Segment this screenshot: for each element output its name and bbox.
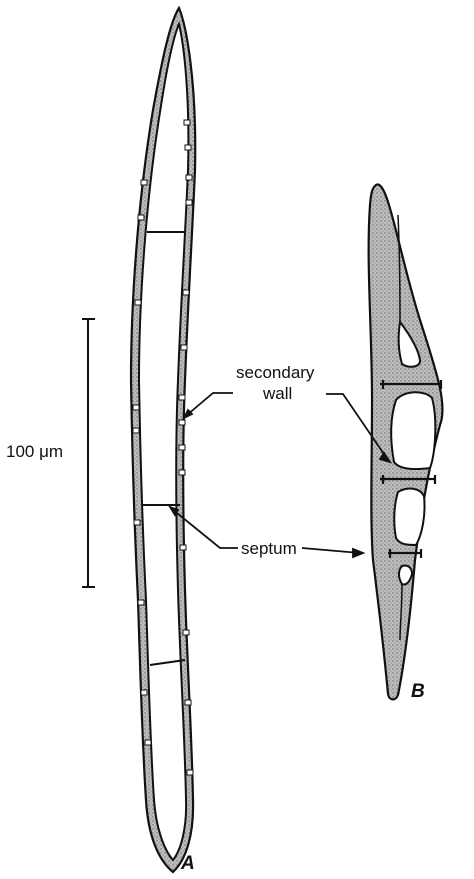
fiber-b-septa — [380, 380, 443, 558]
fiber-a — [129, 5, 197, 874]
fiber-b-lumen-1 — [397, 319, 422, 368]
fiber-b-lumen-3 — [393, 487, 426, 547]
septum-label: septum — [241, 539, 297, 558]
fiber-b-lumen-2 — [390, 391, 437, 471]
secondary-wall-label-line1: secondary — [236, 363, 315, 382]
scale-bar — [82, 318, 95, 588]
scale-bar-label: 100 μm — [6, 442, 63, 461]
cell-b-label: B — [411, 681, 425, 702]
fiber-a-pits — [132, 119, 194, 776]
fiber-b-lumen-4 — [398, 564, 414, 586]
cell-a-label: A — [180, 853, 195, 874]
fiber-a-septa — [143, 231, 186, 666]
leader-lines — [167, 392, 393, 559]
secondary-wall-label-line2: wall — [262, 384, 292, 403]
fiber-b — [367, 183, 444, 701]
fiber-b-lumen-tip — [397, 214, 403, 641]
